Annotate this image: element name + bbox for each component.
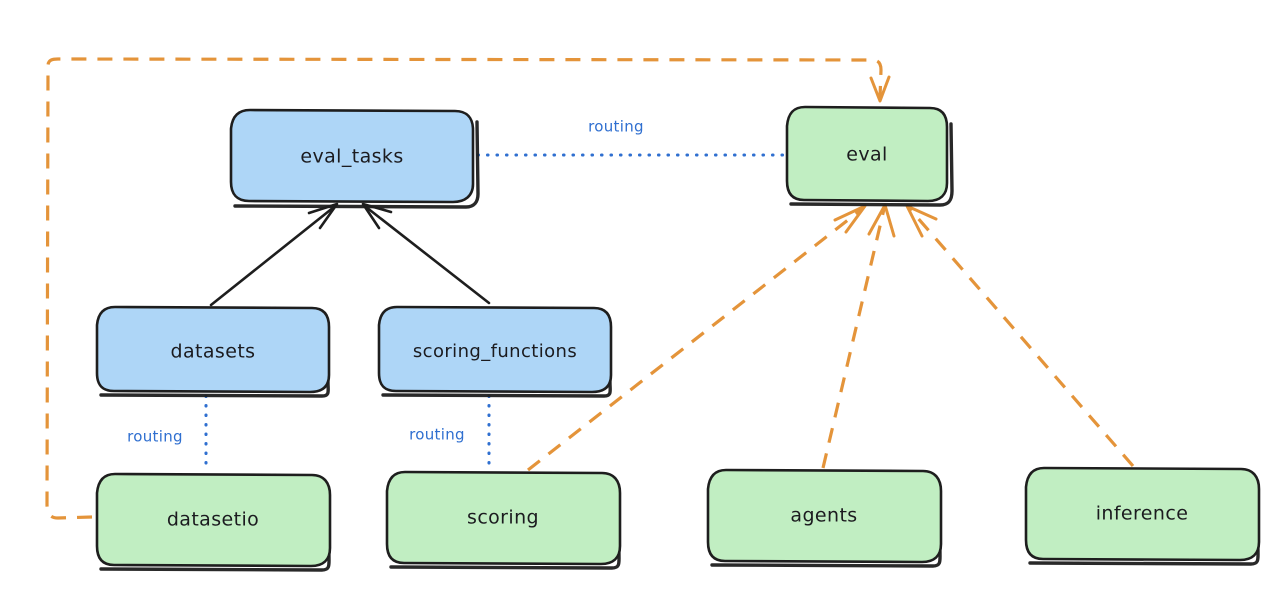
node-label-scoring-functions: scoring_functions	[413, 341, 577, 362]
node-label-inference: inference	[1096, 503, 1189, 525]
node-scoring[interactable]: scoring	[385, 470, 622, 570]
edge-label-routing-scoring-functions-scoring: routing	[409, 426, 465, 444]
node-agents[interactable]: agents	[706, 468, 943, 568]
edge-inference-to-eval	[905, 204, 1135, 468]
node-label-eval: eval	[846, 144, 887, 166]
edge-scoring-functions-to-eval-tasks	[361, 202, 491, 305]
edge-datasetio-to-eval	[45, 57, 891, 520]
node-label-datasetio: datasetio	[167, 509, 259, 531]
node-eval-tasks[interactable]: eval_tasks	[229, 108, 480, 209]
node-scoring-functions[interactable]: scoring_functions	[377, 305, 613, 398]
node-eval[interactable]: eval	[785, 105, 954, 207]
edge-datasets-to-eval-tasks	[209, 202, 339, 307]
edge-label-routing-eval-tasks-eval: routing	[588, 118, 644, 136]
edge-agents-to-eval	[821, 203, 896, 469]
node-label-datasets: datasets	[171, 341, 256, 363]
node-label-scoring: scoring	[467, 507, 539, 529]
node-datasetio[interactable]: datasetio	[95, 472, 332, 572]
node-label-eval-tasks: eval_tasks	[300, 146, 403, 168]
node-inference[interactable]: inference	[1024, 466, 1261, 566]
edge-label-routing-datasets-datasetio: routing	[127, 428, 183, 446]
node-label-agents: agents	[790, 505, 857, 527]
node-datasets[interactable]: datasets	[95, 305, 331, 398]
